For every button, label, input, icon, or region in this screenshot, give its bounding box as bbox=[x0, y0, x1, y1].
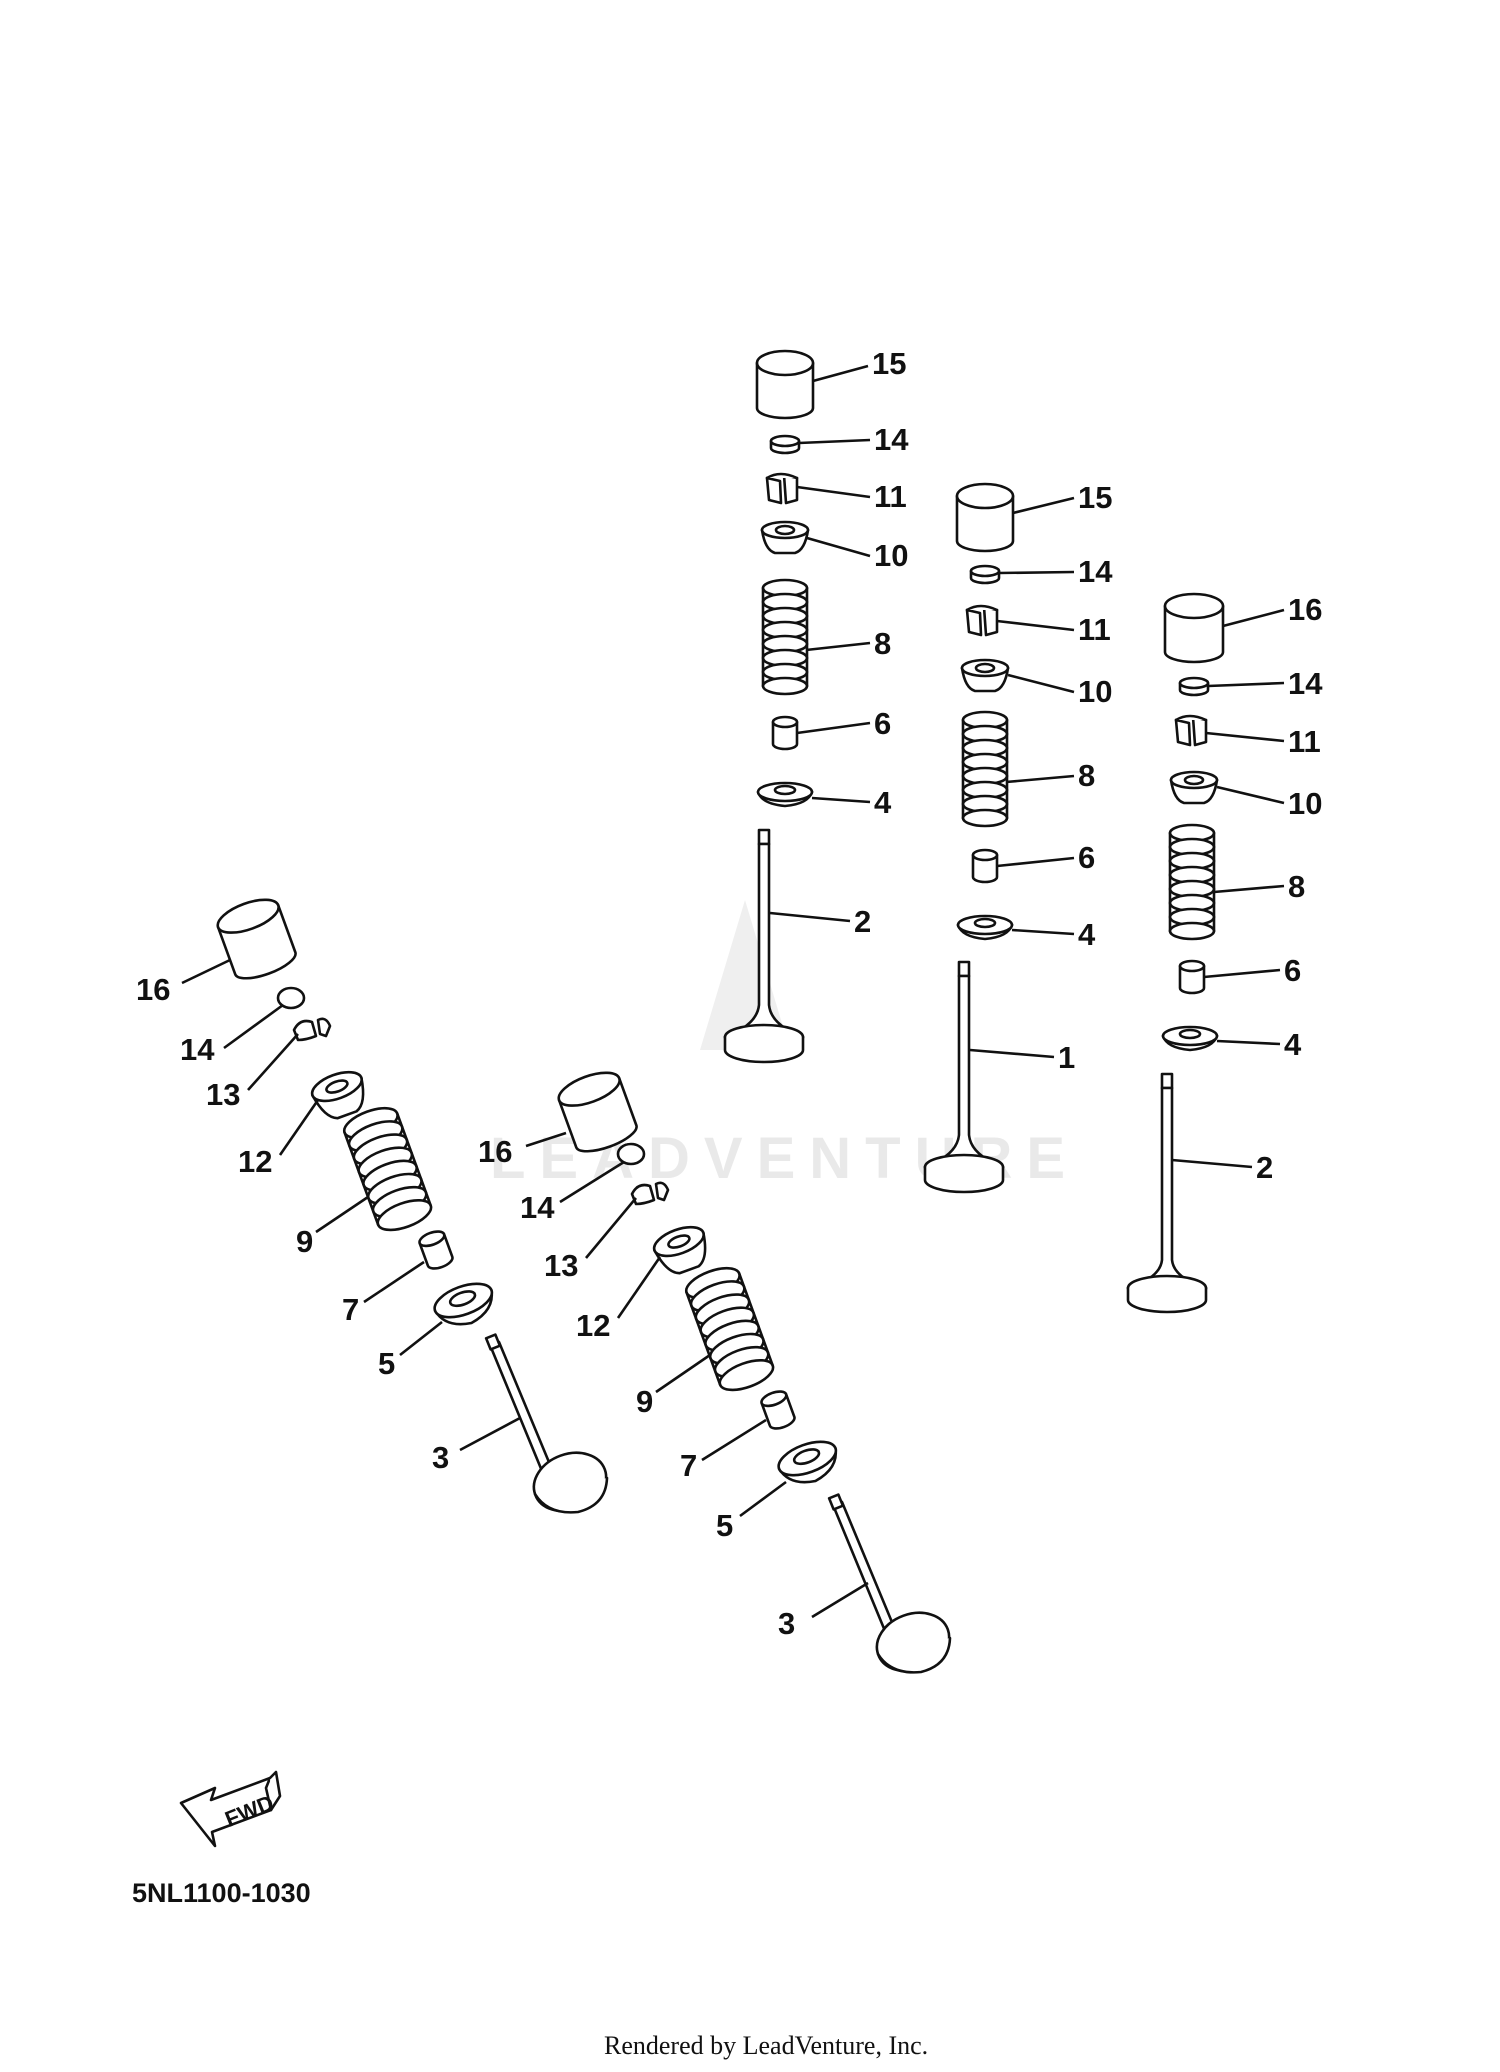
valve-cotter-b[interactable] bbox=[965, 604, 999, 637]
callout-15: 15 bbox=[1078, 480, 1112, 515]
callout-1: 1 bbox=[1058, 1040, 1075, 1075]
valve-lifter-c[interactable] bbox=[1163, 592, 1225, 664]
callout-8: 8 bbox=[1078, 758, 1095, 793]
valve-cotter-a[interactable] bbox=[765, 472, 799, 505]
callout-13: 13 bbox=[206, 1077, 240, 1112]
callout-4: 4 bbox=[1078, 917, 1096, 952]
valve-cotter-c[interactable] bbox=[1174, 714, 1208, 747]
valve-lifter-b[interactable] bbox=[955, 482, 1015, 553]
valve-stack-c bbox=[1126, 592, 1225, 1314]
valve-lifter-d[interactable] bbox=[214, 893, 299, 984]
fwd-arrow-icon: FWD bbox=[179, 1770, 282, 1848]
valve-d[interactable] bbox=[484, 1333, 614, 1521]
callout-16: 16 bbox=[136, 972, 170, 1007]
stem-seal-e[interactable] bbox=[760, 1389, 797, 1432]
callout-11: 11 bbox=[874, 479, 907, 514]
valve-spring-d[interactable] bbox=[340, 1102, 434, 1236]
callout-9: 9 bbox=[636, 1384, 653, 1419]
callout-7: 7 bbox=[680, 1448, 697, 1483]
callout-5: 5 bbox=[716, 1508, 733, 1543]
callout-14: 14 bbox=[1288, 666, 1323, 701]
callout-labels: 15 14 11 10 8 6 4 2 15 14 11 10 8 6 4 1 … bbox=[136, 346, 1323, 1641]
adjusting-pad-d[interactable] bbox=[276, 986, 306, 1010]
stem-seal-b[interactable] bbox=[971, 848, 999, 884]
valve-a[interactable] bbox=[723, 828, 805, 1064]
adjusting-pad-b[interactable] bbox=[969, 564, 1001, 585]
callout-11: 11 bbox=[1288, 724, 1321, 759]
callout-6: 6 bbox=[1284, 953, 1301, 988]
valve-cotter-e[interactable] bbox=[630, 1181, 670, 1206]
callout-10: 10 bbox=[1078, 674, 1112, 709]
spring-seat-d[interactable] bbox=[430, 1277, 499, 1333]
valve-c[interactable] bbox=[1126, 1072, 1208, 1314]
valve-spring-e[interactable] bbox=[682, 1262, 776, 1396]
callout-9: 9 bbox=[296, 1224, 313, 1259]
callout-12: 12 bbox=[576, 1308, 610, 1343]
callout-8: 8 bbox=[874, 626, 891, 661]
callout-2: 2 bbox=[854, 904, 871, 939]
callout-10: 10 bbox=[1288, 786, 1322, 821]
callout-15: 15 bbox=[872, 346, 906, 381]
valve-lifter-a[interactable] bbox=[755, 349, 815, 420]
adjusting-pad-e[interactable] bbox=[616, 1142, 646, 1166]
spring-retainer-a[interactable] bbox=[760, 520, 810, 555]
leader-lines bbox=[181, 364, 1285, 1619]
callout-15: 16 bbox=[1288, 592, 1322, 627]
callout-5: 5 bbox=[378, 1346, 395, 1381]
stem-seal-c[interactable] bbox=[1178, 959, 1206, 995]
valve-spring-a[interactable] bbox=[761, 578, 809, 696]
spring-retainer-c[interactable] bbox=[1169, 770, 1219, 805]
callout-14: 14 bbox=[180, 1032, 215, 1067]
valve-stack-b bbox=[923, 482, 1015, 1194]
callout-6: 6 bbox=[874, 706, 891, 741]
adjusting-pad-c[interactable] bbox=[1178, 676, 1210, 697]
valve-stack-a bbox=[723, 349, 815, 1064]
spring-retainer-e[interactable] bbox=[650, 1221, 713, 1278]
valve-stack-e bbox=[555, 1066, 957, 1681]
callout-14: 14 bbox=[1078, 554, 1113, 589]
callout-12: 12 bbox=[238, 1144, 272, 1179]
valve-b[interactable] bbox=[923, 960, 1005, 1194]
valve-lifter-e[interactable] bbox=[555, 1066, 640, 1157]
spring-seat-c[interactable] bbox=[1161, 1025, 1219, 1052]
spring-seat-e[interactable] bbox=[774, 1435, 843, 1491]
adjusting-pad-a[interactable] bbox=[769, 434, 801, 455]
spring-retainer-d[interactable] bbox=[308, 1066, 371, 1123]
spring-seat-a[interactable] bbox=[756, 781, 814, 808]
callout-10: 10 bbox=[874, 538, 908, 573]
callout-7: 7 bbox=[342, 1292, 359, 1327]
spring-seat-b[interactable] bbox=[956, 914, 1014, 941]
callout-2: 2 bbox=[1256, 1150, 1273, 1185]
callout-14: 14 bbox=[874, 422, 909, 457]
stem-seal-a[interactable] bbox=[771, 715, 799, 751]
callout-8: 8 bbox=[1288, 869, 1305, 904]
callout-13: 13 bbox=[544, 1248, 578, 1283]
valve-e[interactable] bbox=[827, 1493, 957, 1681]
callout-3: 3 bbox=[778, 1606, 795, 1641]
valve-cotter-d[interactable] bbox=[292, 1017, 332, 1042]
diagram-code: 5NL1100-1030 bbox=[132, 1878, 311, 1908]
valve-stack-d bbox=[214, 893, 614, 1521]
callout-4: 4 bbox=[1284, 1027, 1302, 1062]
callout-4: 4 bbox=[874, 785, 892, 820]
callout-3: 3 bbox=[432, 1440, 449, 1475]
callout-16: 16 bbox=[478, 1134, 512, 1169]
callout-6: 6 bbox=[1078, 840, 1095, 875]
stem-seal-d[interactable] bbox=[418, 1229, 455, 1272]
valve-spring-b[interactable] bbox=[961, 710, 1009, 828]
valve-spring-c[interactable] bbox=[1168, 823, 1216, 941]
callout-14: 14 bbox=[520, 1190, 555, 1225]
credit-text: Rendered by LeadVenture, Inc. bbox=[604, 2031, 928, 2060]
callout-11: 11 bbox=[1078, 612, 1111, 647]
spring-retainer-b[interactable] bbox=[960, 658, 1010, 693]
